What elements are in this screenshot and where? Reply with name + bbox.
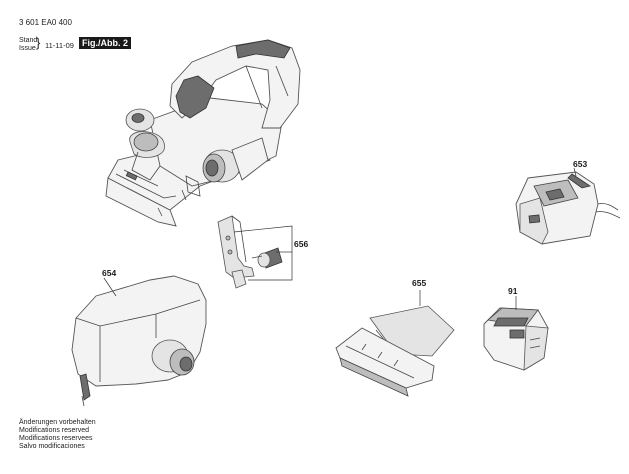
part-label-91: 91 [508, 286, 518, 296]
footer-line-en: Modifications reserved [19, 427, 90, 434]
part-number: 3 601 EA0 400 [19, 18, 72, 27]
part-label-655: 655 [412, 278, 426, 288]
footer-line-de: Änderungen vorbehalten [19, 419, 96, 426]
footer-line-es: Salvo modificaciones [19, 443, 85, 450]
parallel-guide-655 [335, 305, 455, 397]
footer-line-fr: Modifications reservees [19, 435, 93, 442]
battery-91 [483, 307, 549, 371]
part-label-656: 656 [294, 239, 308, 249]
brace-glyph: } [36, 35, 41, 50]
stand-label: Stand [19, 37, 38, 44]
charger-653 [515, 171, 621, 245]
part-label-654: 654 [102, 268, 116, 278]
issue-label: Issue [19, 45, 36, 52]
planer-illustration [105, 39, 301, 227]
part-label-653: 653 [573, 159, 587, 169]
parallel-guide-bracket-656 [217, 215, 283, 289]
figure-label: Fig./Abb. 2 [79, 37, 131, 49]
issue-date: 11-11-09 [45, 41, 74, 50]
footer-notice: Änderungen vorbehalten Modifications res… [19, 419, 96, 451]
dust-bag-654 [71, 275, 207, 407]
stand-issue-labels: Stand Issue [19, 37, 37, 53]
